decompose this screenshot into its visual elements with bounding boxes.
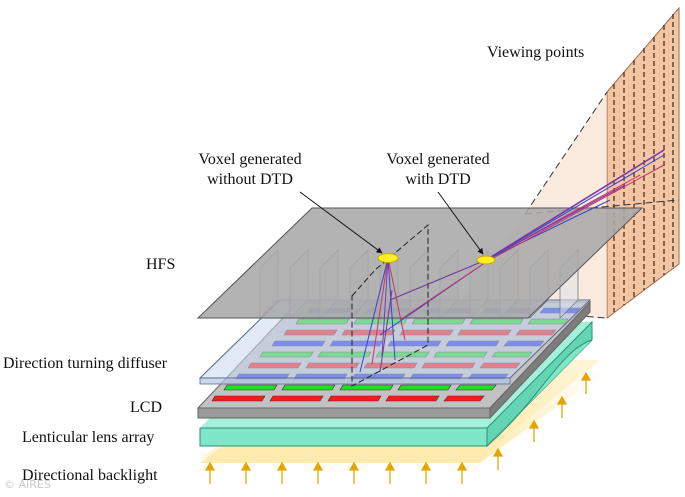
hfs-label: HFS [146, 256, 176, 273]
lcd-label: LCD [130, 399, 162, 416]
pointer-arrows [299, 191, 484, 255]
viewing-points-label: Viewing points [487, 44, 585, 61]
watermark: © AIRES [4, 478, 51, 491]
voxel-with-dtd-label: Voxel generated with DTD [358, 150, 518, 190]
light-rays [359, 149, 665, 373]
voxel-without-dtd-line1: Voxel generated [198, 151, 302, 168]
direction-turning-diffuser-label: Direction turning diffuser [3, 355, 168, 372]
directional-backlight-label: Directional backlight [22, 467, 158, 484]
lenticular-lens-array-label: Lenticular lens array [22, 429, 155, 446]
voxel-without-dtd-line2: without DTD [207, 171, 293, 188]
voxel-with-dtd-line2: with DTD [405, 171, 471, 188]
voxel-with-dtd-line1: Voxel generated [386, 151, 490, 168]
voxel-without-dtd [377, 253, 399, 263]
voxel-without-dtd-label: Voxel generated without DTD [170, 150, 330, 190]
voxels [377, 253, 496, 265]
direction-turning-diffuser [198, 299, 592, 385]
voxel-with-dtd [476, 255, 496, 265]
